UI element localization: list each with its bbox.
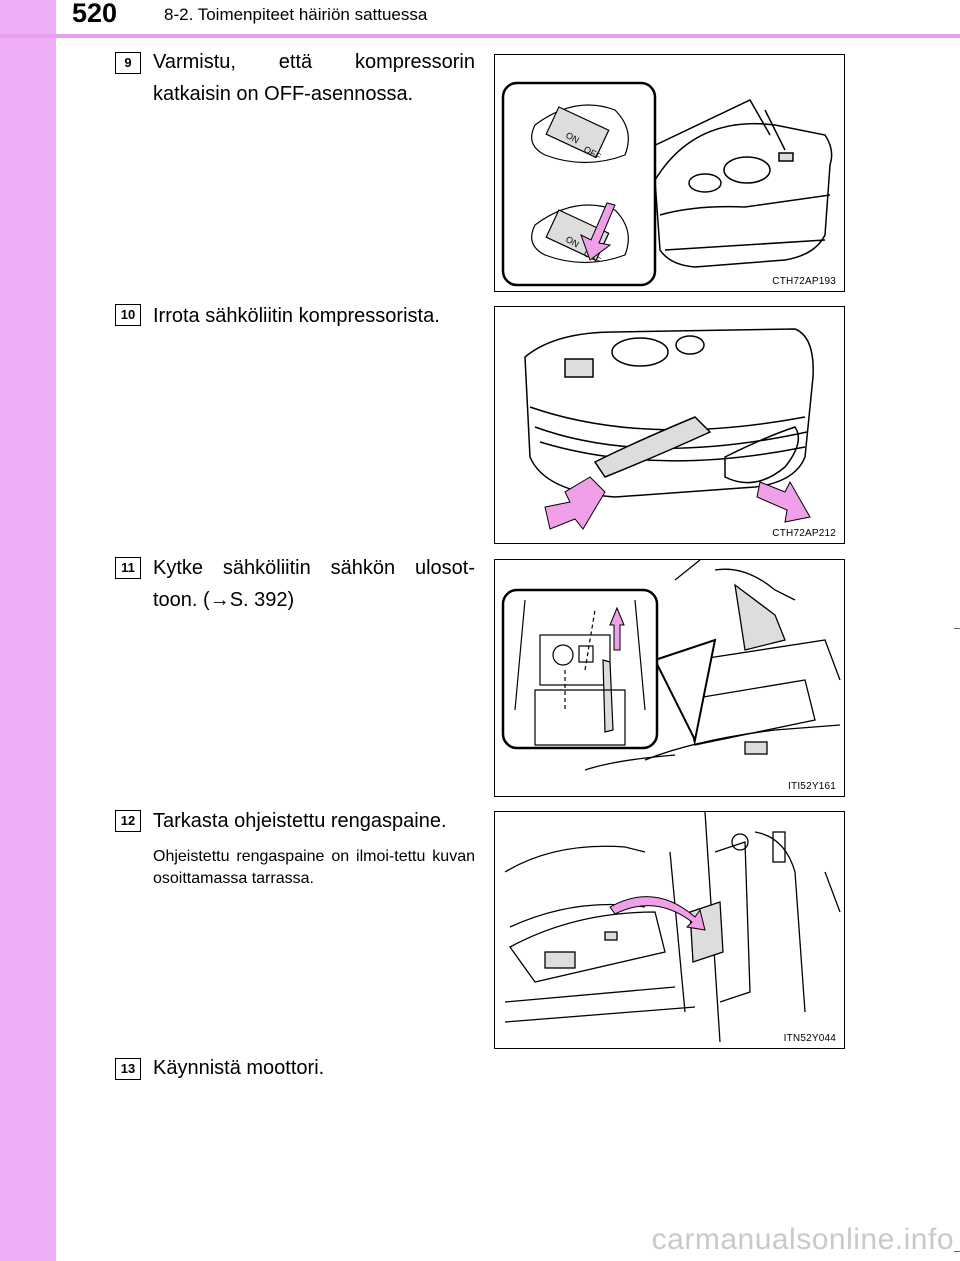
curved-arrow-icon xyxy=(609,896,706,931)
step-badge-11: 11 xyxy=(115,557,141,579)
step-badge-12: 12 xyxy=(115,810,141,832)
step-text-11: Kytke sähköliitin sähkön ulosot-toon. (→… xyxy=(153,557,475,611)
section-title: 8-2. Toimenpiteet häiriön sattuessa xyxy=(164,5,428,24)
arrow-left-icon xyxy=(544,476,606,530)
step-text-10: Irrota sähköliitin kompressorista. xyxy=(153,305,440,327)
figure-power-outlet: ITI52Y161 xyxy=(494,559,845,797)
step-badge-10: 10 xyxy=(115,304,141,326)
step-subtext-12: Ohjeistettu rengaspaine on ilmoi-tettu k… xyxy=(153,848,475,887)
up-arrow-icon xyxy=(609,606,625,651)
figure-code: ITI52Y161 xyxy=(788,781,836,792)
figure-unplug-connector: CTH72AP212 xyxy=(494,306,845,544)
figure-code: ITN52Y044 xyxy=(783,1033,836,1044)
figure-code: CTH72AP193 xyxy=(772,276,836,287)
step-badge-9: 9 xyxy=(115,52,141,74)
figure-tire-pressure-label: ITN52Y044 xyxy=(494,811,845,1049)
header-rule xyxy=(0,34,960,38)
step-badge-13: 13 xyxy=(115,1058,141,1080)
figure-code: CTH72AP212 xyxy=(772,528,836,539)
chapter-sidebar xyxy=(0,0,56,1261)
edge-tick xyxy=(954,628,960,629)
edge-tick xyxy=(954,1251,960,1252)
step-text-13: Käynnistä moottori. xyxy=(153,1057,325,1079)
watermark: carmanualsonline.info xyxy=(651,1223,954,1256)
step-text-9: Varmistu, että kompressorin katkaisin on… xyxy=(153,51,475,105)
figure-compressor-switch: ON OFF ON OFF CTH72AP193 xyxy=(494,54,845,292)
arrow-right-icon xyxy=(756,480,811,523)
step-text-12: Tarkasta ohjeistettu rengaspaine. xyxy=(153,810,447,832)
down-arrow-icon xyxy=(580,202,616,261)
page-number: 520 xyxy=(72,0,118,28)
